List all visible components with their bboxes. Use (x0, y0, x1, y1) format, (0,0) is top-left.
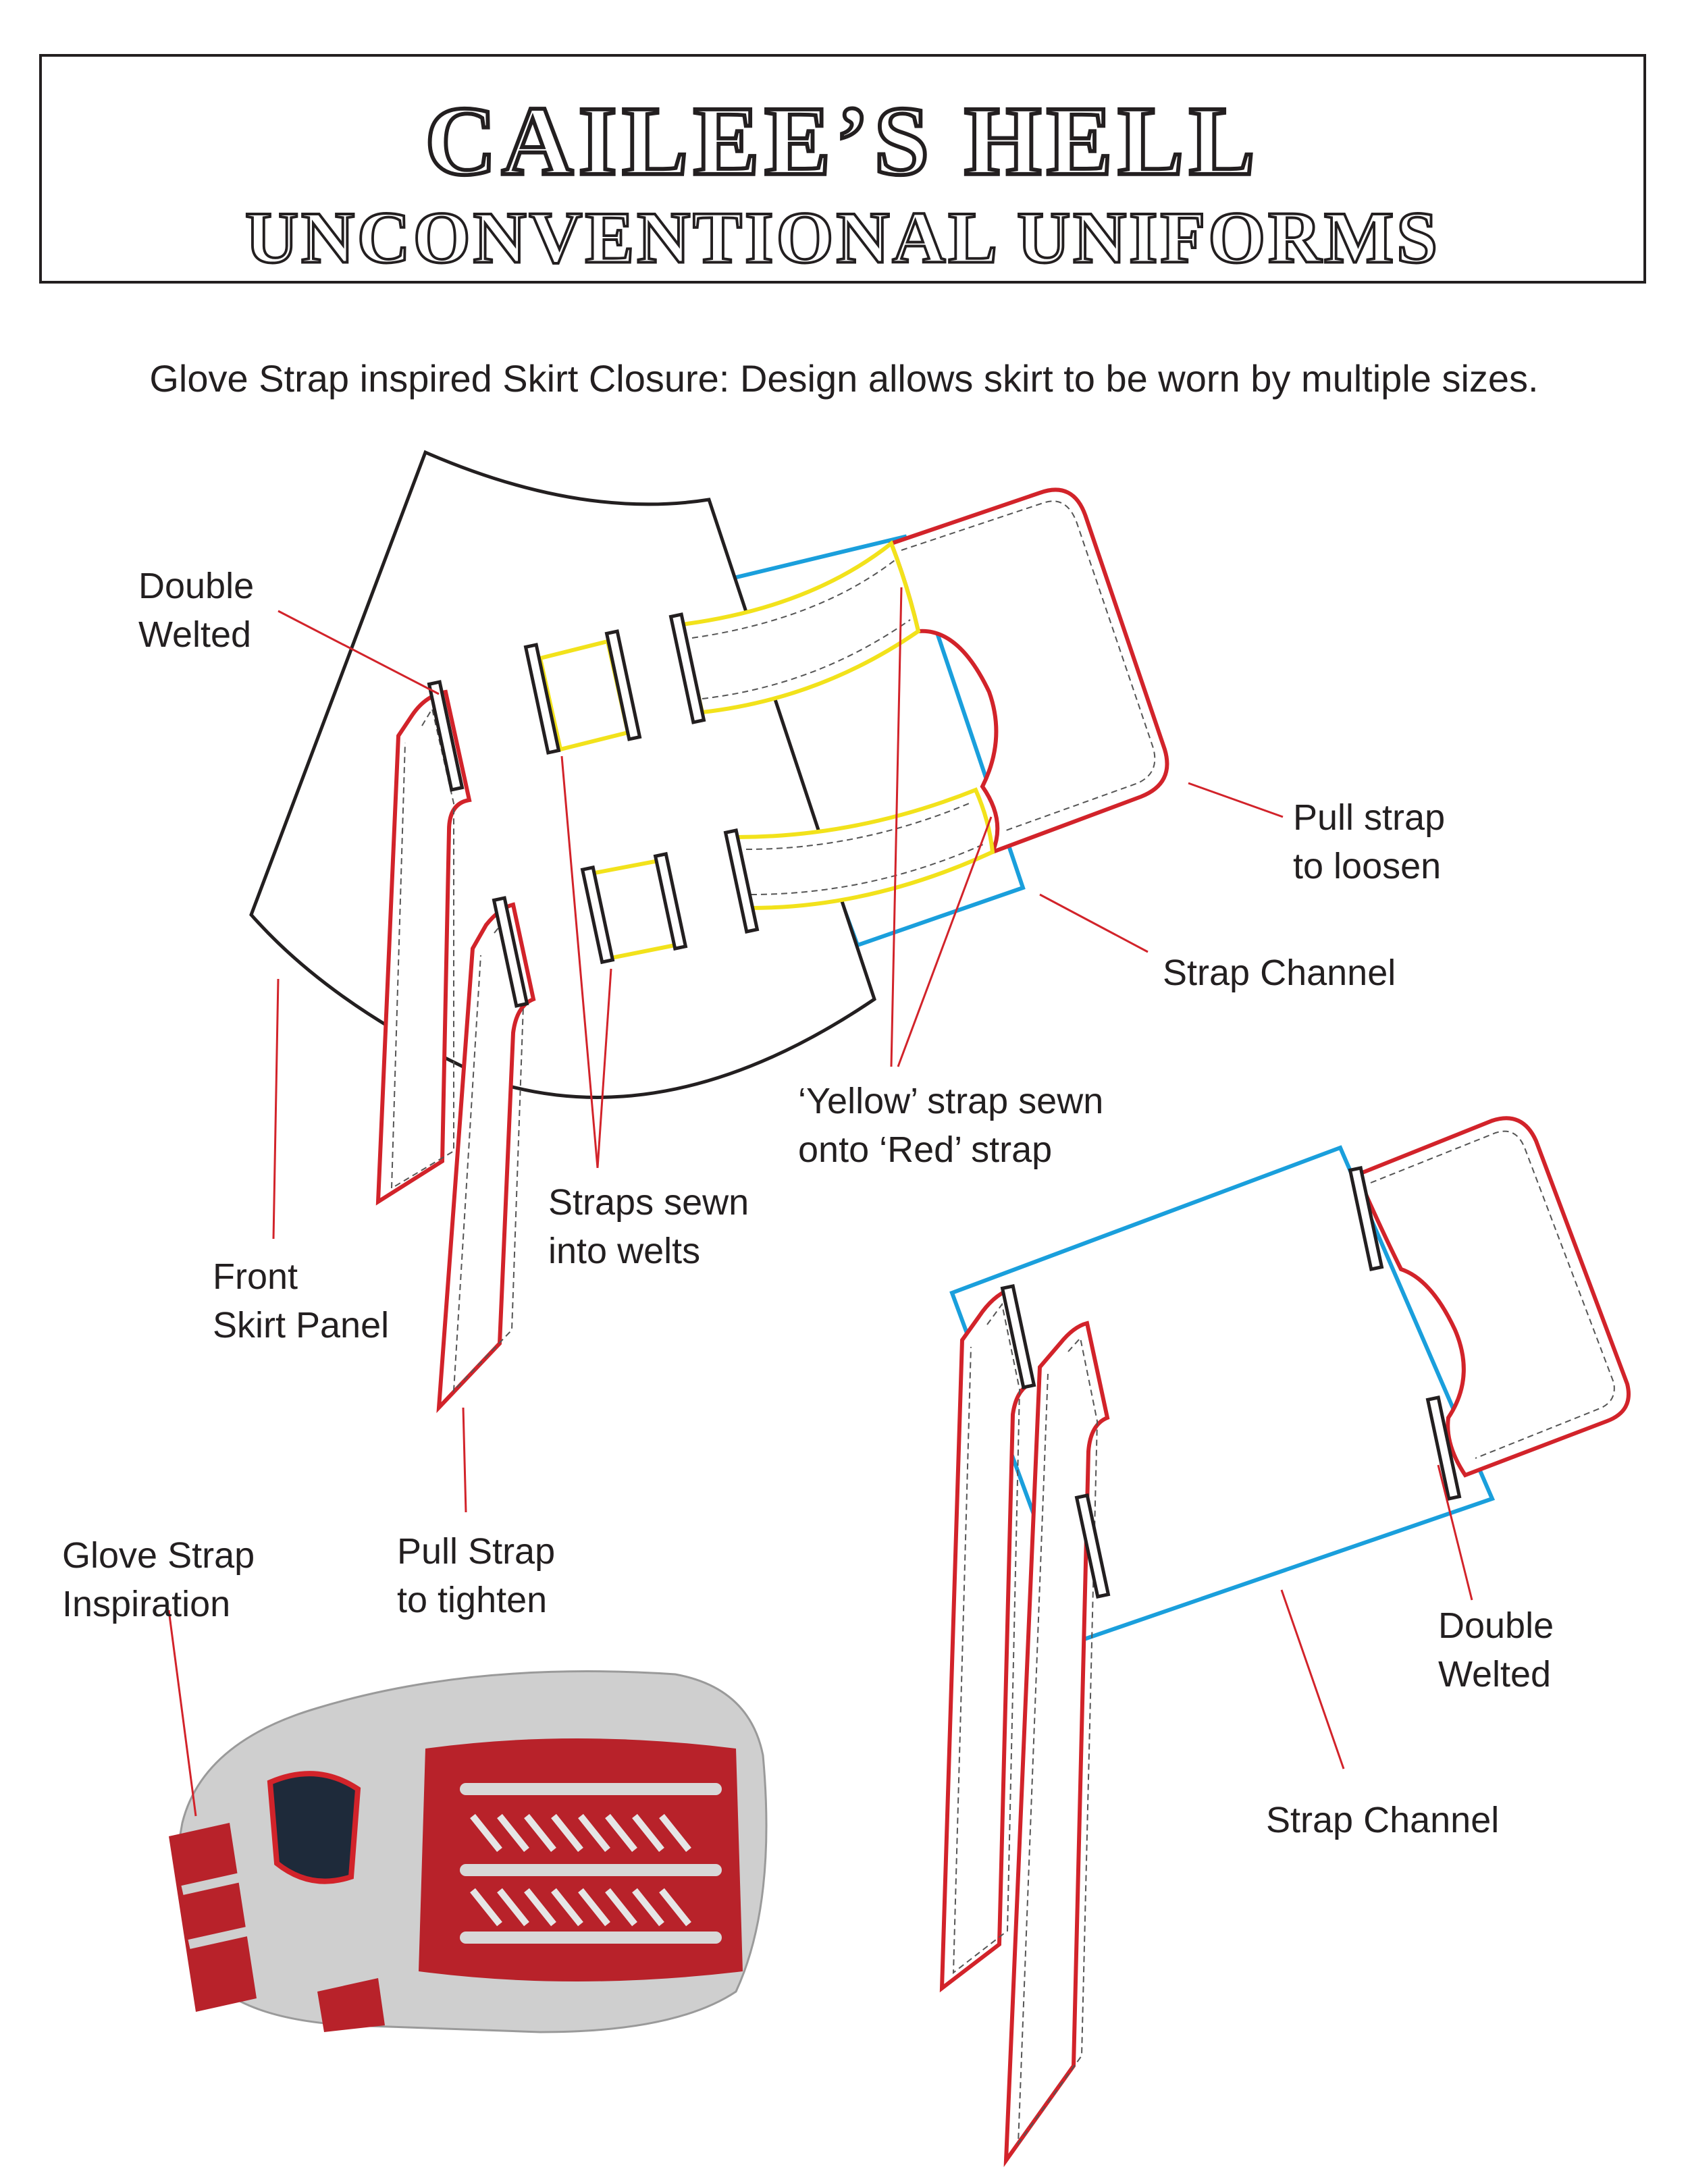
leader-lines (167, 587, 1473, 1817)
label-strap-channel-top: Strap Channel (1163, 953, 1396, 993)
welt-slots-top (427, 612, 760, 1008)
pull-strap-loosen-bottom (1354, 1116, 1631, 1478)
label-strap-channel-bottom: Strap Channel (1266, 1800, 1500, 1840)
page-subtitle: UNCONVENTIONAL UNIFORMS (245, 197, 1440, 279)
label-line: Double (138, 566, 255, 606)
label-line: into welts (548, 1231, 701, 1271)
label-double-welted-top: Double Welted (138, 562, 254, 659)
page-title: CAILEE’S HELL (425, 86, 1260, 196)
label-line: Glove Strap (62, 1535, 255, 1576)
label-glove-strap-inspiration: Glove Strap Inspiration (62, 1531, 255, 1628)
label-line: onto ‘Red’ strap (798, 1129, 1053, 1170)
label-line: Pull Strap (397, 1531, 556, 1572)
label-line: Pull strap (1293, 797, 1446, 838)
pull-strap-tighten-upper (375, 689, 472, 1206)
label-pull-strap-loosen: Pull strap to loosen (1293, 793, 1445, 890)
label-line: Front (213, 1256, 298, 1297)
label-line: Straps sewn (548, 1182, 749, 1223)
pull-strap-tighten-bottom-lower (1003, 1321, 1110, 2167)
label-line: Double (1438, 1605, 1554, 1646)
title-graphic: CAILEE’S HELL UNCONVENTIONAL UNIFORMS (244, 84, 1440, 280)
glove-illustration (169, 1670, 768, 2033)
welt-slots-bottom (1000, 1166, 1462, 1599)
label-double-welted-bottom: Double Welted (1438, 1601, 1554, 1699)
yellow-strap-lower (733, 787, 995, 911)
title-banner: CAILEE’S HELL UNCONVENTIONAL UNIFORMS (39, 54, 1646, 284)
label-straps-sewn: Straps sewn into welts (548, 1178, 749, 1275)
label-line: to loosen (1293, 846, 1442, 886)
label-yellow-strap: ‘Yellow’ strap sewn onto ‘Red’ strap (798, 1077, 1103, 1174)
label-line: Inspiration (62, 1584, 231, 1624)
label-pull-strap-tighten: Pull Strap to tighten (397, 1527, 555, 1624)
label-line: ‘Yellow’ strap sewn (798, 1081, 1104, 1121)
label-line: Skirt Panel (213, 1305, 390, 1346)
yellow-strap-upper (679, 540, 921, 715)
label-front-skirt-panel: Front Skirt Panel (213, 1252, 389, 1350)
description-text: Glove Strap inspired Skirt Closure: Desi… (149, 357, 1539, 400)
label-line: Welted (138, 614, 252, 655)
label-line: Welted (1438, 1654, 1552, 1695)
label-line: to tighten (397, 1580, 548, 1620)
